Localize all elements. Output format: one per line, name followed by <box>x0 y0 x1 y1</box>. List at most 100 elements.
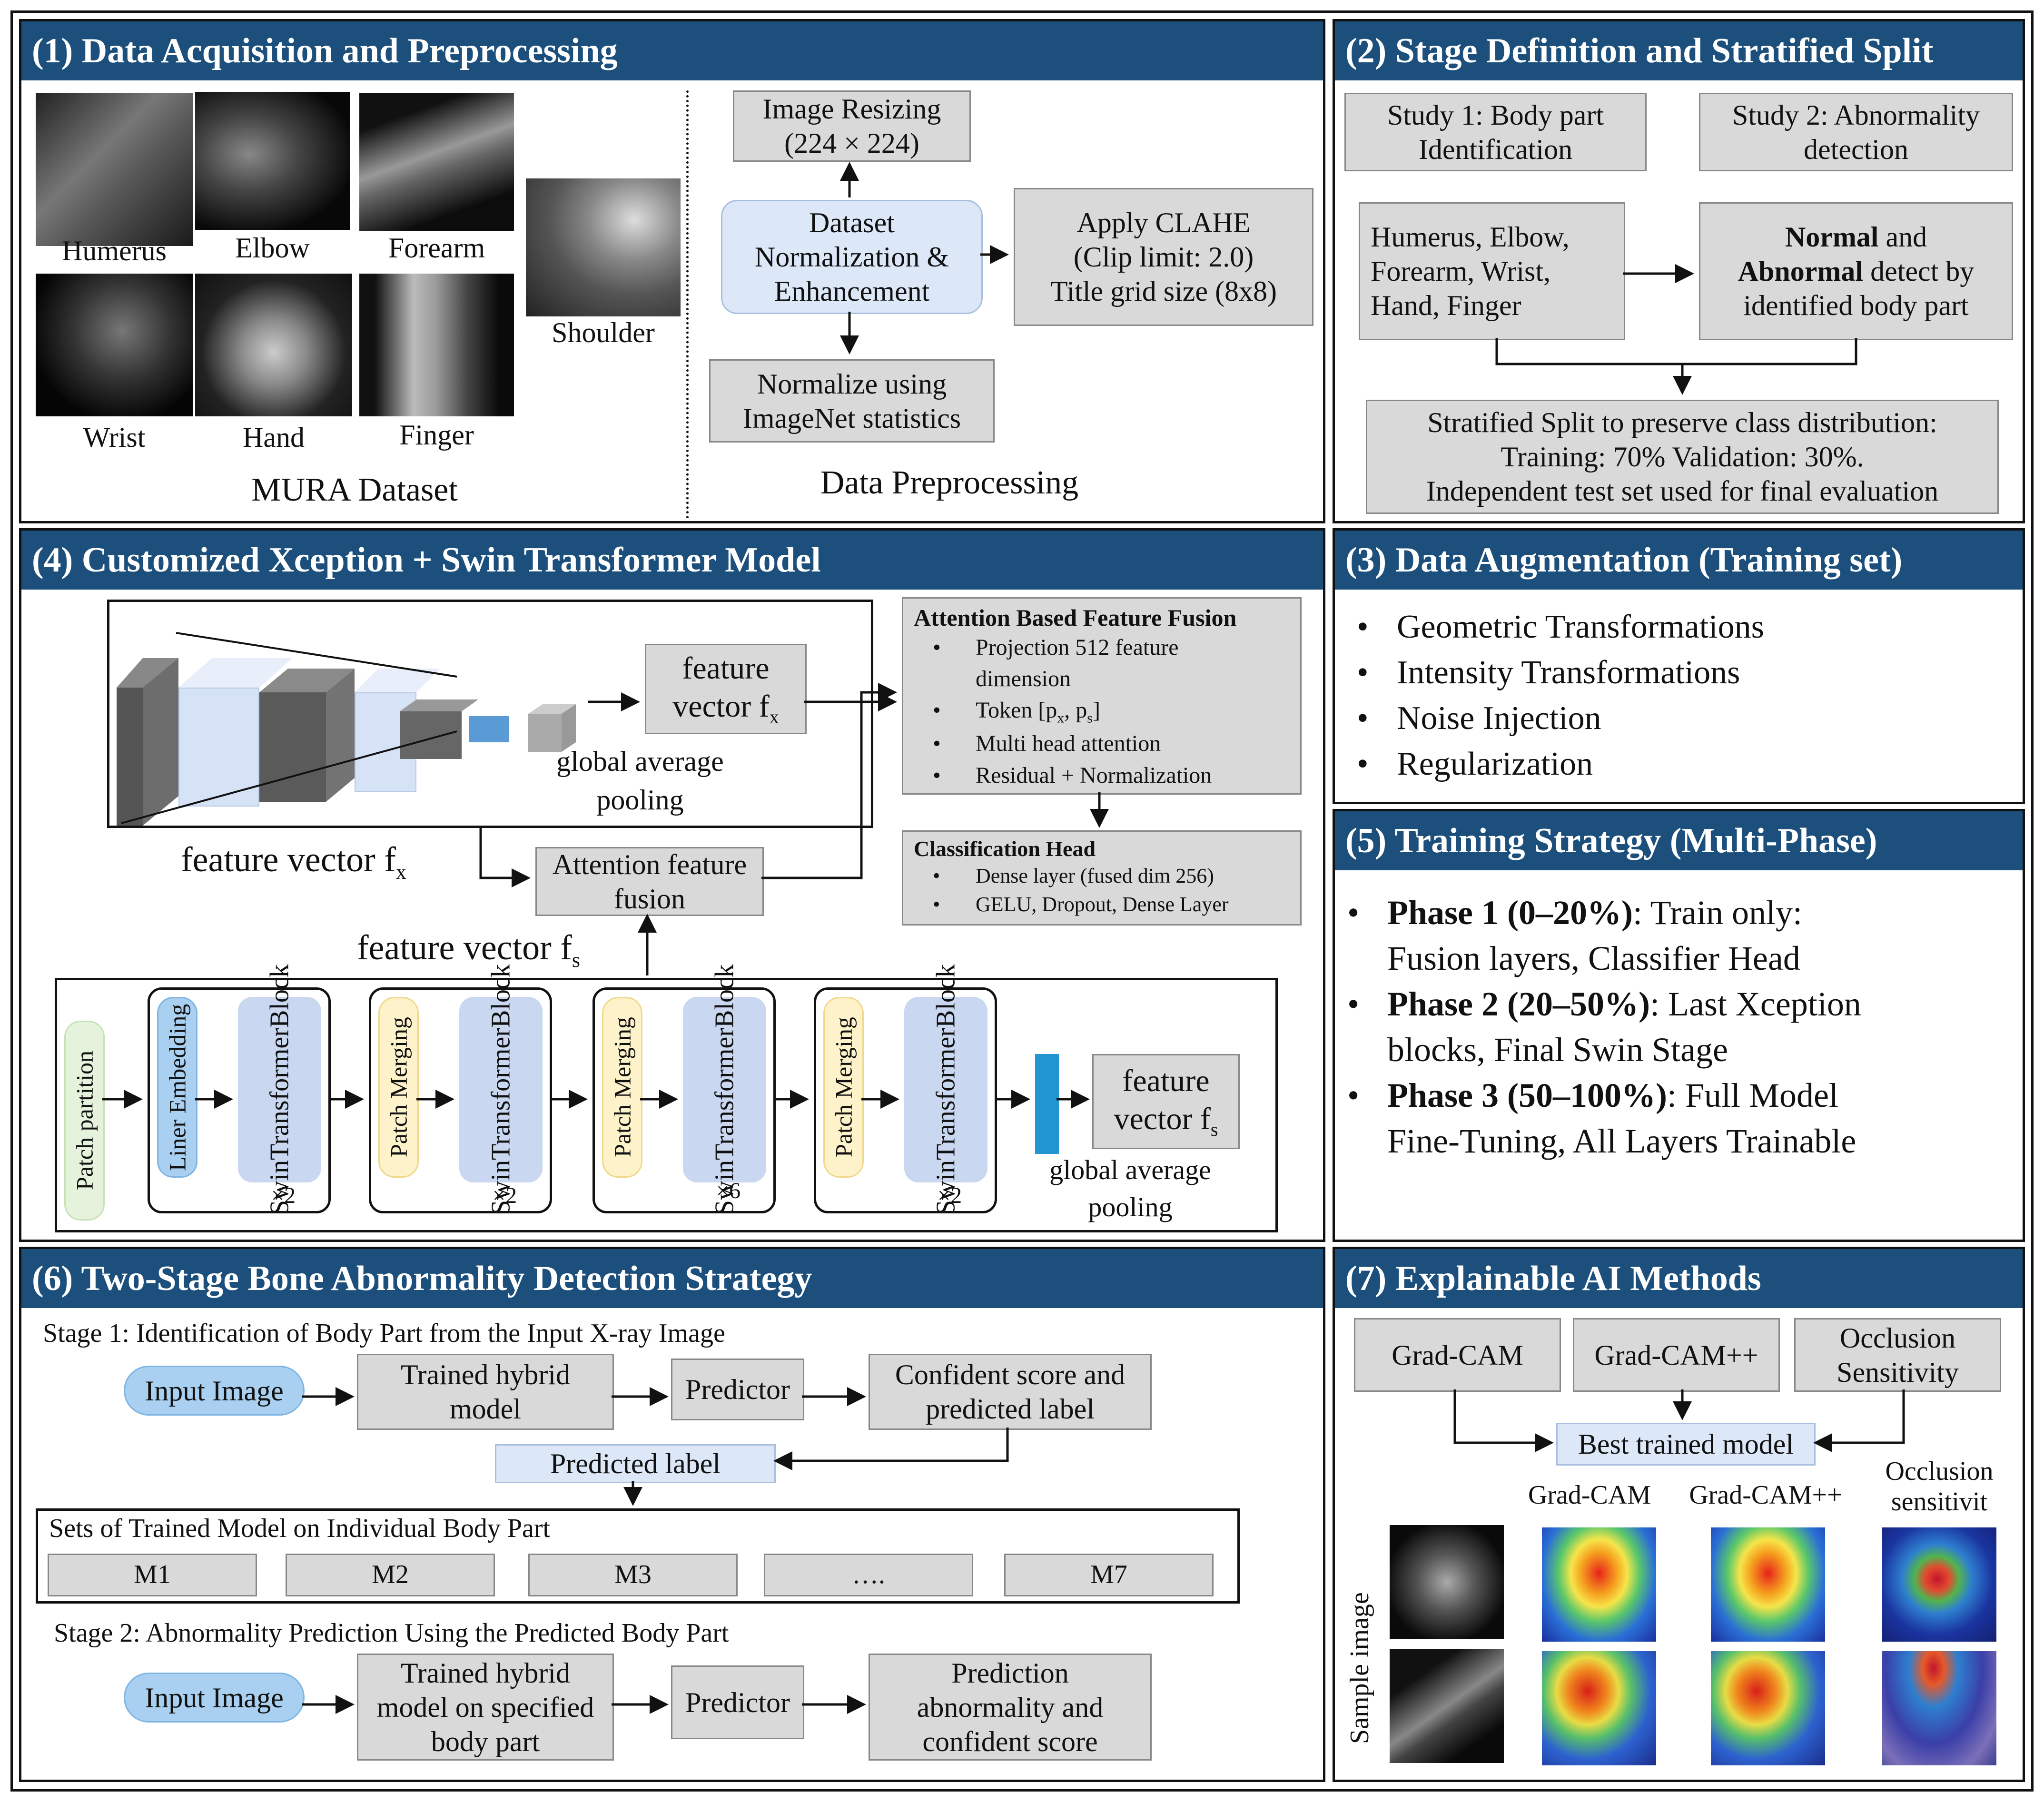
ch-list: Dense layer (fused dim 256) GELU, Dropou… <box>914 862 1229 918</box>
confident-line-1: Confident score and <box>895 1359 1126 1390</box>
outer-frame <box>10 10 2034 1792</box>
abff-item-mha: Multi head attention <box>914 728 1212 759</box>
study2-line-2: detection <box>1804 133 1908 165</box>
fx-box-vector: vector f <box>672 689 770 724</box>
swin-stage-2-mult: ×2 <box>493 1183 517 1208</box>
xray-hand-image <box>195 274 352 416</box>
resize-line-1: Image Resizing <box>762 93 941 125</box>
imagenet-line-2: ImageNet statistics <box>742 402 961 434</box>
fvs-text: feature vector f <box>357 928 572 967</box>
panel-7-title: (7) Explainable AI Methods <box>1335 1249 2023 1308</box>
xray-wrist-image <box>36 274 193 416</box>
aug-noise: Noise Injection <box>1344 696 1764 741</box>
hybrid-line-1: Trained hybrid <box>400 1359 571 1390</box>
model-m7: M7 <box>1004 1554 1214 1596</box>
xray-label-humerus: Humerus <box>62 235 167 266</box>
predictor-box-1: Predictor <box>671 1359 804 1420</box>
clahe-line-1: Apply CLAHE <box>1076 207 1251 238</box>
gradcampp-heatmap-2 <box>1711 1651 1825 1765</box>
patch-merging-block-3: Patch Merging <box>823 997 864 1178</box>
hybrid2-line-1: Trained hybrid <box>400 1657 571 1689</box>
phase3-rest: : Full Model <box>1667 1076 1838 1114</box>
hybrid-line-2: model <box>450 1393 521 1425</box>
feature-vector-fx-label: feature vector fx <box>181 840 406 884</box>
prediction-line-3: confident score <box>922 1725 1098 1757</box>
abff-item-0: Projection 512 feature <box>976 635 1179 660</box>
gap-label-xception: global average pooling <box>521 742 759 819</box>
phase1-rest: : Train only: <box>1632 894 1803 932</box>
cnn-block-3 <box>259 692 326 802</box>
fx-box-sub: x <box>769 706 779 728</box>
xray-humerus-image <box>36 93 193 246</box>
predictor-box-2: Predictor <box>671 1665 804 1739</box>
phase3-line2: Fine-Tuning, All Layers Trainable <box>1387 1122 1856 1160</box>
feature-vector-fs-label: feature vector fs <box>357 928 580 972</box>
confident-line-2: predicted label <box>926 1393 1095 1425</box>
normal-rest: and <box>1878 221 1927 253</box>
clahe-line-3: Title grid size (8x8) <box>1050 276 1277 307</box>
occlusion-heatmap-2 <box>1882 1651 1996 1765</box>
fvx-text: feature vector f <box>181 840 396 879</box>
panel-xception-swin: (4) Customized Xception + Swin Transform… <box>19 528 1325 1242</box>
prediction-line-1: Prediction <box>951 1657 1069 1689</box>
xray-finger-image <box>359 274 514 416</box>
abff-token-end: ] <box>1092 698 1100 723</box>
fs-box-sub: s <box>1210 1118 1218 1140</box>
m1-label: M1 <box>134 1560 171 1590</box>
occlusion-heatmap-1 <box>1882 1527 1996 1642</box>
gradcampp-method-label: Grad-CAM++ <box>1594 1339 1758 1371</box>
ch-item-dense: Dense layer (fused dim 256) <box>914 862 1229 890</box>
abff-title: Attention Based Feature Fusion <box>914 604 1237 631</box>
model-ellipsis: …. <box>764 1554 973 1596</box>
fx-box-line-2: vector fx <box>672 688 779 729</box>
phase3-bold: Phase 3 (50–100%) <box>1387 1076 1667 1114</box>
panel-1-title: (1) Data Acquisition and Preprocessing <box>21 21 1323 80</box>
ch-title: Classification Head <box>914 837 1096 861</box>
body-parts-box: Humerus, Elbow, Forearm, Wrist, Hand, Fi… <box>1359 202 1625 340</box>
augmentation-list: Geometric Transformations Intensity Tran… <box>1344 604 1764 787</box>
gap-x-line-2: pooling <box>596 784 684 816</box>
study1-box: Study 1: Body part Identification <box>1344 93 1647 171</box>
predictor-label-2: Predictor <box>685 1686 790 1718</box>
clahe-line-2: (Clip limit: 2.0) <box>1073 241 1254 273</box>
parts-line-3: Hand, Finger <box>1371 290 1521 321</box>
panel-stage-definition: (2) Stage Definition and Stratified Spli… <box>1333 19 2025 523</box>
swin4-w2: Transformer <box>931 1028 961 1161</box>
xray-label-hand: Hand <box>243 422 305 453</box>
panel-6-title: (6) Two-Stage Bone Abnormality Detection… <box>21 1249 1323 1308</box>
patch-partition-block: Patch partition <box>64 1021 105 1221</box>
normal-abnormal-box: Normal and Abnormal detect by identified… <box>1699 202 2013 340</box>
liner-label: Liner Embedding <box>164 1004 191 1171</box>
swin2-w3: Block <box>486 964 516 1028</box>
model-m2: M2 <box>286 1554 495 1596</box>
gradcam-method-box: Grad-CAM <box>1354 1318 1561 1392</box>
abff-token-s: s <box>1087 710 1093 727</box>
fvs-sub: s <box>572 948 581 972</box>
abff-item-residual: Residual + Normalization <box>914 760 1212 791</box>
normalize-imagenet-box: Normalize using ImageNet statistics <box>709 359 995 443</box>
split-line-3: Independent test set used for final eval… <box>1426 475 1939 507</box>
swin3-w2: Transformer <box>710 1028 740 1161</box>
m3-label: M3 <box>614 1560 652 1590</box>
occlusion-method-box: Occlusion Sensitivity <box>1794 1318 2001 1392</box>
trained-hybrid-model-box: Trained hybrid model <box>357 1354 614 1430</box>
patch-merging-block-1: Patch Merging <box>378 997 419 1178</box>
hybrid2-line-2: model on specified <box>376 1691 594 1723</box>
phase1-line2: Fusion layers, Classifier Head <box>1387 939 1800 977</box>
attention-based-feature-fusion-box: Attention Based Feature Fusion Projectio… <box>902 597 1302 795</box>
xray-label-wrist: Wrist <box>83 422 146 453</box>
xray-label-elbow: Elbow <box>235 232 310 264</box>
occ-head-2: sensitivit <box>1891 1487 1988 1517</box>
swin1-w2: Transformer <box>265 1028 295 1161</box>
xray-shoulder-image <box>526 178 681 316</box>
merge3-label: Patch Merging <box>830 1017 857 1158</box>
swin-block-3 <box>683 997 766 1182</box>
sample-image-label: Sample image <box>1345 1592 1374 1744</box>
patch-merging-block-2: Patch Merging <box>602 997 642 1178</box>
model-m3: M3 <box>528 1554 738 1596</box>
data-preprocessing-label: Data Preprocessing <box>820 464 1079 501</box>
aug-regularization: Regularization <box>1344 741 1764 787</box>
phase2-bold: Phase 2 (20–50%) <box>1387 985 1650 1023</box>
